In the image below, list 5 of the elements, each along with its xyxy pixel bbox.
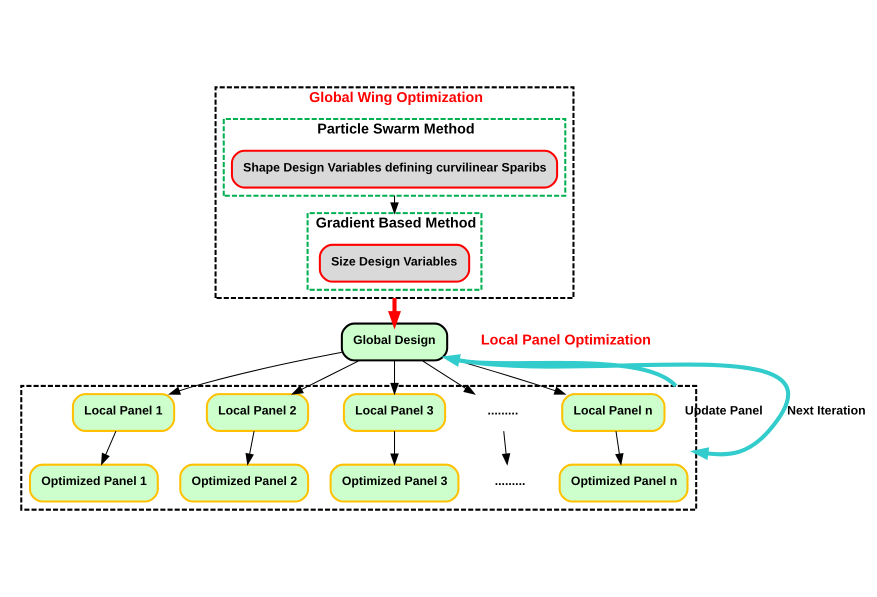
label: Local Panel Optimization bbox=[480, 332, 650, 349]
edge-label: Update Panel bbox=[684, 404, 762, 418]
edge-label: Next Iteration bbox=[786, 404, 866, 418]
node-text: ......... bbox=[487, 404, 518, 418]
node-text: ......... bbox=[494, 474, 525, 488]
